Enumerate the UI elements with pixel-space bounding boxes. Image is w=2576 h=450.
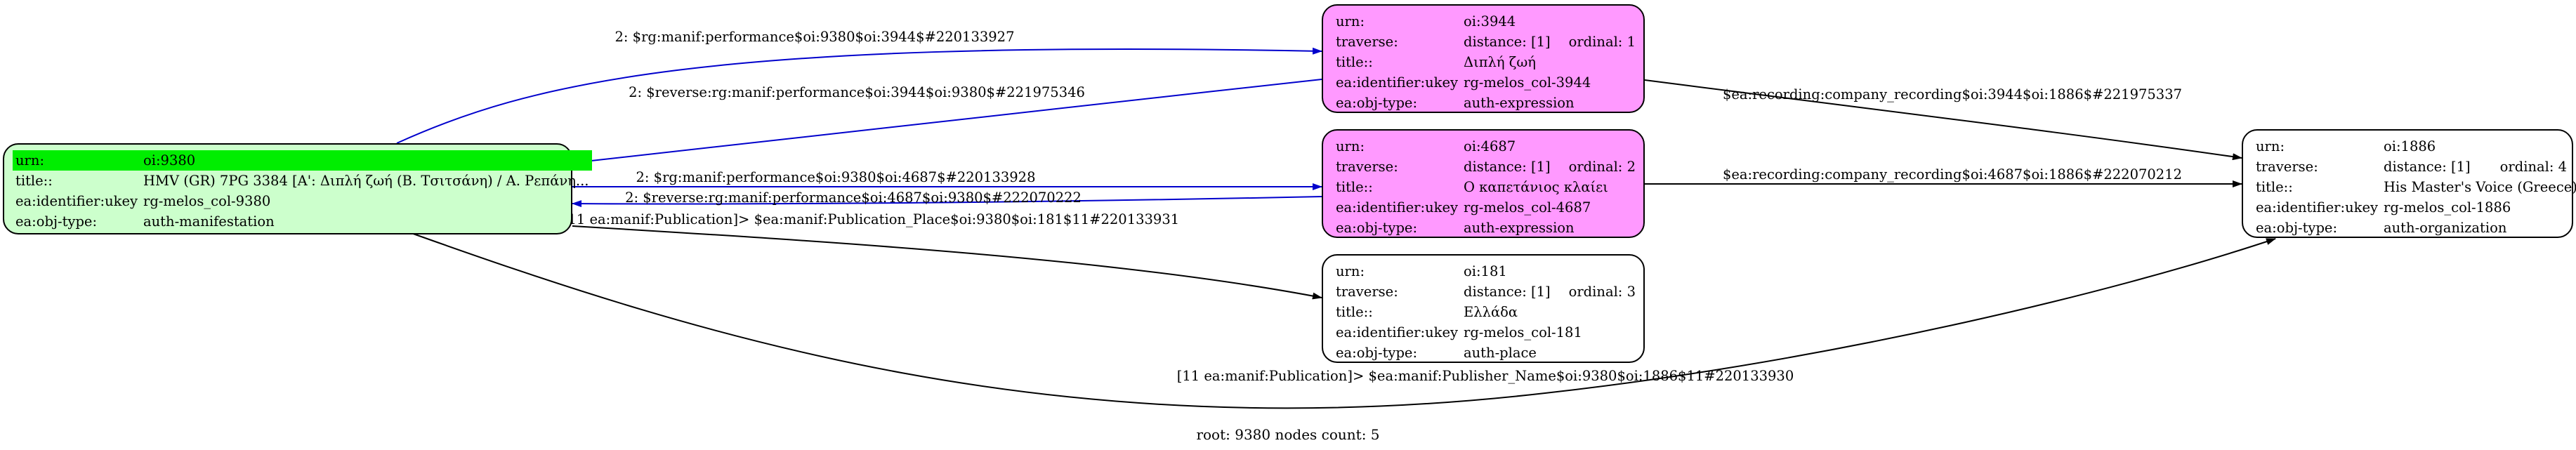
edge-label-publisher-name: [11 ea:manif:Publication]> $ea:manif:Pub… <box>1177 368 1794 384</box>
node-attributes: urn: oi:9380 title:: HMV (GR) 7PG 3384 [… <box>13 150 592 232</box>
edge-performance-3944 <box>396 47 1322 144</box>
edge-label-reverse-performance-4687: 2: $reverse:rg:manif:performance$oi:4687… <box>625 190 1082 206</box>
attr-value-ukey: rg-melos_col-1886 <box>2384 199 2511 216</box>
attr-key: ea:obj-type: <box>1336 220 1418 236</box>
edge-label-reverse-performance-3944: 2: $reverse:rg:manif:performance$oi:3944… <box>629 84 1085 100</box>
attr-key: urn: <box>2256 138 2285 154</box>
attr-key: ea:obj-type: <box>1336 95 1418 111</box>
attr-key: ea:identifier:ukey <box>1336 74 1458 91</box>
attr-value-title: Διπλή ζωή <box>1464 54 1536 70</box>
graph-footer: root: 9380 nodes count: 5 <box>1196 426 1380 443</box>
node-organization-1886[interactable]: urn: oi:1886 traverse: distance: [1] ordina… <box>2242 129 2576 238</box>
edge-label-publication-place: [11 ea:manif:Publication]> $ea:manif:Pub… <box>563 211 1179 227</box>
attr-key: title:: <box>2256 179 2293 195</box>
attr-value-obj-type: auth-expression <box>1464 95 1575 111</box>
attr-key: ea:obj-type: <box>1336 345 1418 361</box>
attr-key: title:: <box>1336 54 1373 70</box>
attr-value-title: Ο καπετάνιος κλαίει <box>1464 179 1608 195</box>
edge-company-recording-3944 <box>1644 79 2242 161</box>
attr-key: ea:identifier:ukey <box>2256 199 2378 216</box>
attr-value-distance: distance: [1] <box>1464 34 1551 50</box>
attr-value-obj-type: auth-organization <box>2384 220 2507 236</box>
attr-key: ea:identifier:ukey <box>1336 199 1458 216</box>
attr-value-ordinal: ordinal: 3 <box>1568 284 1636 300</box>
attr-key: title:: <box>1336 304 1373 320</box>
attr-value-title: HMV (GR) 7PG 3384 [Α': Διπλή ζωή (Β. Τσι… <box>143 173 589 189</box>
edge-label-performance-4687: 2: $rg:manif:performance$oi:9380$oi:4687… <box>636 169 1036 185</box>
node-attributes: urn: oi:4687 traverse: distance: [1] ordina… <box>1333 136 1638 238</box>
node-expression-3944[interactable]: urn: oi:3944 traverse: distance: [1] ordina… <box>1322 4 1645 113</box>
edge-label-company-recording-4687: $ea:recording:company_recording$oi:4687$… <box>1723 166 2182 183</box>
node-expression-4687[interactable]: urn: oi:4687 traverse: distance: [1] ordina… <box>1322 129 1645 238</box>
attr-value-title: His Master's Voice (Greece) <box>2384 179 2576 195</box>
attr-key: urn: <box>1336 263 1365 279</box>
attr-key: traverse: <box>1336 34 1398 50</box>
attr-value-ordinal: ordinal: 2 <box>1568 159 1636 175</box>
node-manifestation-9380[interactable]: urn: oi:9380 title:: HMV (GR) 7PG 3384 [… <box>3 143 592 234</box>
attr-value-distance: distance: [1] <box>1464 284 1551 300</box>
edge-reverse-performance-4687 <box>572 196 1322 208</box>
attr-value-ukey: rg-melos_col-9380 <box>143 193 271 209</box>
attr-key: urn: <box>1336 13 1365 29</box>
attr-value-ukey: rg-melos_col-3944 <box>1464 74 1591 91</box>
attr-key: title:: <box>1336 179 1373 195</box>
attr-value-obj-type: auth-manifestation <box>143 213 275 230</box>
attr-key: traverse: <box>1336 159 1398 175</box>
attr-key: urn: <box>13 150 140 171</box>
edge-publisher-name <box>407 231 2276 409</box>
node-attributes: urn: oi:1886 traverse: distance: [1] ordina… <box>2253 136 2576 238</box>
attr-key: ea:identifier:ukey <box>1336 324 1458 340</box>
attr-key: traverse: <box>1336 284 1398 300</box>
attr-value-ordinal: ordinal: 4 <box>2499 159 2568 175</box>
attr-value-urn: oi:4687 <box>1464 138 1516 154</box>
edge-reverse-performance-3944 <box>572 79 1322 166</box>
edge-label-performance-3944: 2: $rg:manif:performance$oi:9380$oi:3944… <box>615 29 1015 45</box>
attr-key: ea:obj-type: <box>2256 220 2338 236</box>
attr-key: ea:identifier:ukey <box>15 193 138 209</box>
attr-value-urn: oi:3944 <box>1464 13 1516 29</box>
attr-key: title:: <box>15 173 53 189</box>
attr-value-title: Ελλάδα <box>1464 304 1518 320</box>
edge-label-company-recording-3944: $ea:recording:company_recording$oi:3944$… <box>1723 86 2182 102</box>
attr-value-obj-type: auth-place <box>1464 345 1537 361</box>
attr-key: traverse: <box>2256 159 2318 175</box>
node-attributes: urn: oi:181 traverse: distance: [1] ordinal… <box>1333 261 1638 363</box>
edge-publication-place <box>572 225 1322 300</box>
attr-value-ordinal: ordinal: 1 <box>1568 34 1636 50</box>
attr-key: urn: <box>1336 138 1365 154</box>
attr-value-ukey: rg-melos_col-4687 <box>1464 199 1591 216</box>
node-attributes: urn: oi:3944 traverse: distance: [1] ordina… <box>1333 11 1638 113</box>
attr-value-distance: distance: [1] <box>1464 159 1551 175</box>
attr-value-distance: distance: [1] <box>2384 159 2471 175</box>
node-place-181[interactable]: urn: oi:181 traverse: distance: [1] ordinal… <box>1322 254 1645 363</box>
attr-value-urn: oi:1886 <box>2384 138 2436 154</box>
attr-key: ea:obj-type: <box>15 213 98 230</box>
attr-value-urn: oi:181 <box>1464 263 1507 279</box>
attr-value-ukey: rg-melos_col-181 <box>1464 324 1582 340</box>
attr-value-urn: oi:9380 <box>140 150 592 171</box>
attr-value-obj-type: auth-expression <box>1464 220 1575 236</box>
